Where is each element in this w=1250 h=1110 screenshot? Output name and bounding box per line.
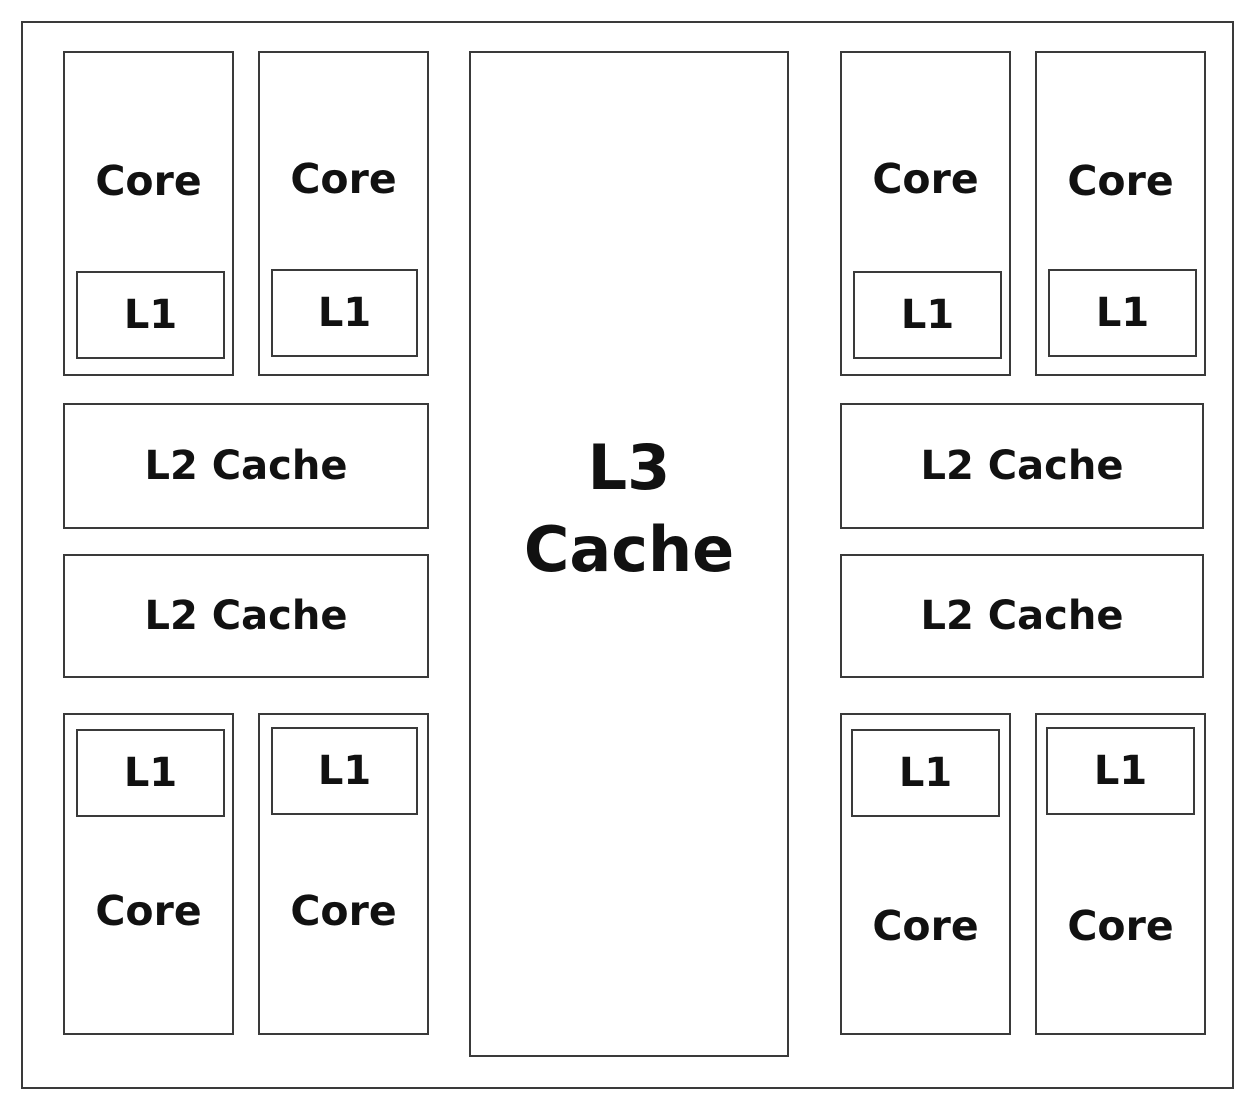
l3-cache-label: L3 Cache <box>524 427 734 592</box>
core-block-bottom-right-2: L1 Core <box>1035 713 1206 1035</box>
l2-cache-right-upper: L2 Cache <box>840 403 1204 529</box>
l2-cache-left-lower: L2 Cache <box>63 554 429 678</box>
core-label: Core <box>290 155 397 203</box>
l2-cache-left-upper: L2 Cache <box>63 403 429 529</box>
core-block-top-left-1: Core L1 <box>63 51 234 376</box>
core-label: Core <box>872 155 979 203</box>
core-label: Core <box>872 902 979 950</box>
l1-cache: L1 <box>76 271 225 359</box>
l3-cache-label-line2: Cache <box>523 513 735 586</box>
l1-cache: L1 <box>1046 727 1195 815</box>
l1-cache-label: L1 <box>1095 290 1150 336</box>
core-block-bottom-left-2: L1 Core <box>258 713 429 1035</box>
l3-cache-label-line1: L3 <box>587 430 671 504</box>
core-block-top-right-2: Core L1 <box>1035 51 1206 376</box>
l1-cache-label: L1 <box>123 750 178 796</box>
l1-cache-label: L1 <box>1093 748 1148 794</box>
core-label: Core <box>1067 902 1174 950</box>
l2-cache-label: L2 Cache <box>144 593 348 639</box>
l1-cache-label: L1 <box>898 750 953 796</box>
core-block-top-left-2: Core L1 <box>258 51 429 376</box>
l1-cache-label: L1 <box>317 748 372 794</box>
core-label: Core <box>1067 157 1174 205</box>
l2-cache-right-lower: L2 Cache <box>840 554 1204 678</box>
core-label: Core <box>95 887 202 935</box>
l1-cache-label: L1 <box>123 292 178 338</box>
core-block-bottom-right-1: L1 Core <box>840 713 1011 1035</box>
l2-cache-label: L2 Cache <box>920 593 1124 639</box>
l1-cache: L1 <box>853 271 1002 359</box>
l1-cache: L1 <box>271 269 418 357</box>
core-label: Core <box>290 887 397 935</box>
l1-cache-label: L1 <box>900 292 955 338</box>
l1-cache-label: L1 <box>317 290 372 336</box>
core-label: Core <box>95 157 202 205</box>
core-block-top-right-1: Core L1 <box>840 51 1011 376</box>
l2-cache-label: L2 Cache <box>144 443 348 489</box>
l1-cache: L1 <box>76 729 225 817</box>
core-block-bottom-left-1: L1 Core <box>63 713 234 1035</box>
l2-cache-label: L2 Cache <box>920 443 1124 489</box>
l1-cache: L1 <box>851 729 1000 817</box>
l1-cache: L1 <box>271 727 418 815</box>
l3-cache: L3 Cache <box>469 51 789 1057</box>
l1-cache: L1 <box>1048 269 1197 357</box>
